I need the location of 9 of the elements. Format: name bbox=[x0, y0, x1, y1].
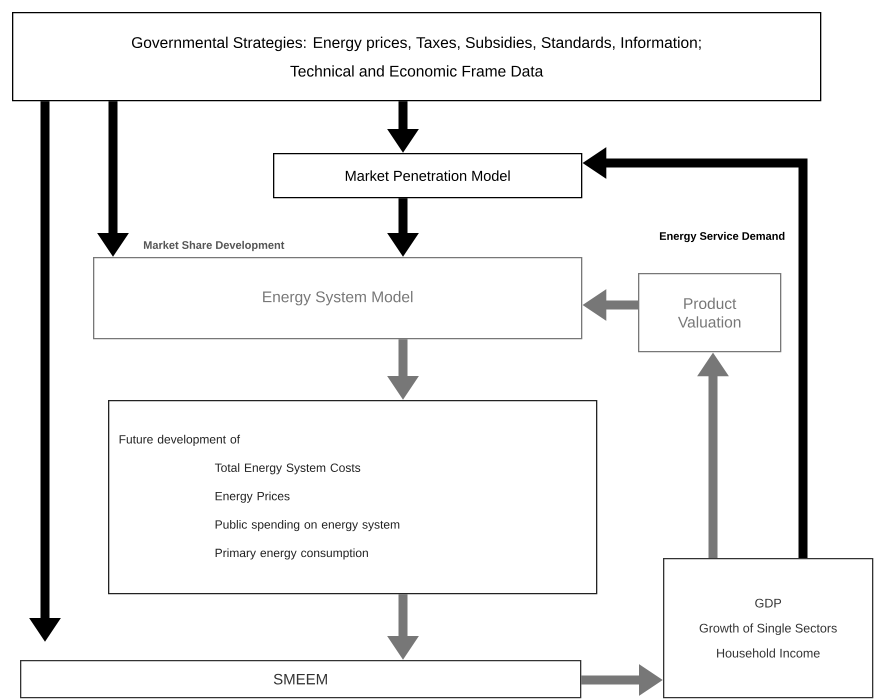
economy-box: GDP Growth of Single Sectors Household Income bbox=[663, 558, 874, 698]
edge-label: Energy Service Demand bbox=[660, 232, 784, 242]
model-box: Energy System Model bbox=[93, 257, 582, 340]
edge-label: Market Share Development bbox=[144, 240, 284, 252]
valuation-box: Product Valuation bbox=[638, 273, 782, 352]
input-box: Governmental Strategies: Energy prices, Taxes, Subsidies, Standards, Information; Technical and Economic Frame Data bbox=[12, 12, 822, 102]
results-box: Future development of Total Energy System Costs Energy Prices Public spending on energy system Primary energy consumption bbox=[108, 400, 598, 594]
model-box: Market Penetration Model bbox=[273, 153, 582, 198]
model-box: SMEEM bbox=[20, 660, 582, 698]
